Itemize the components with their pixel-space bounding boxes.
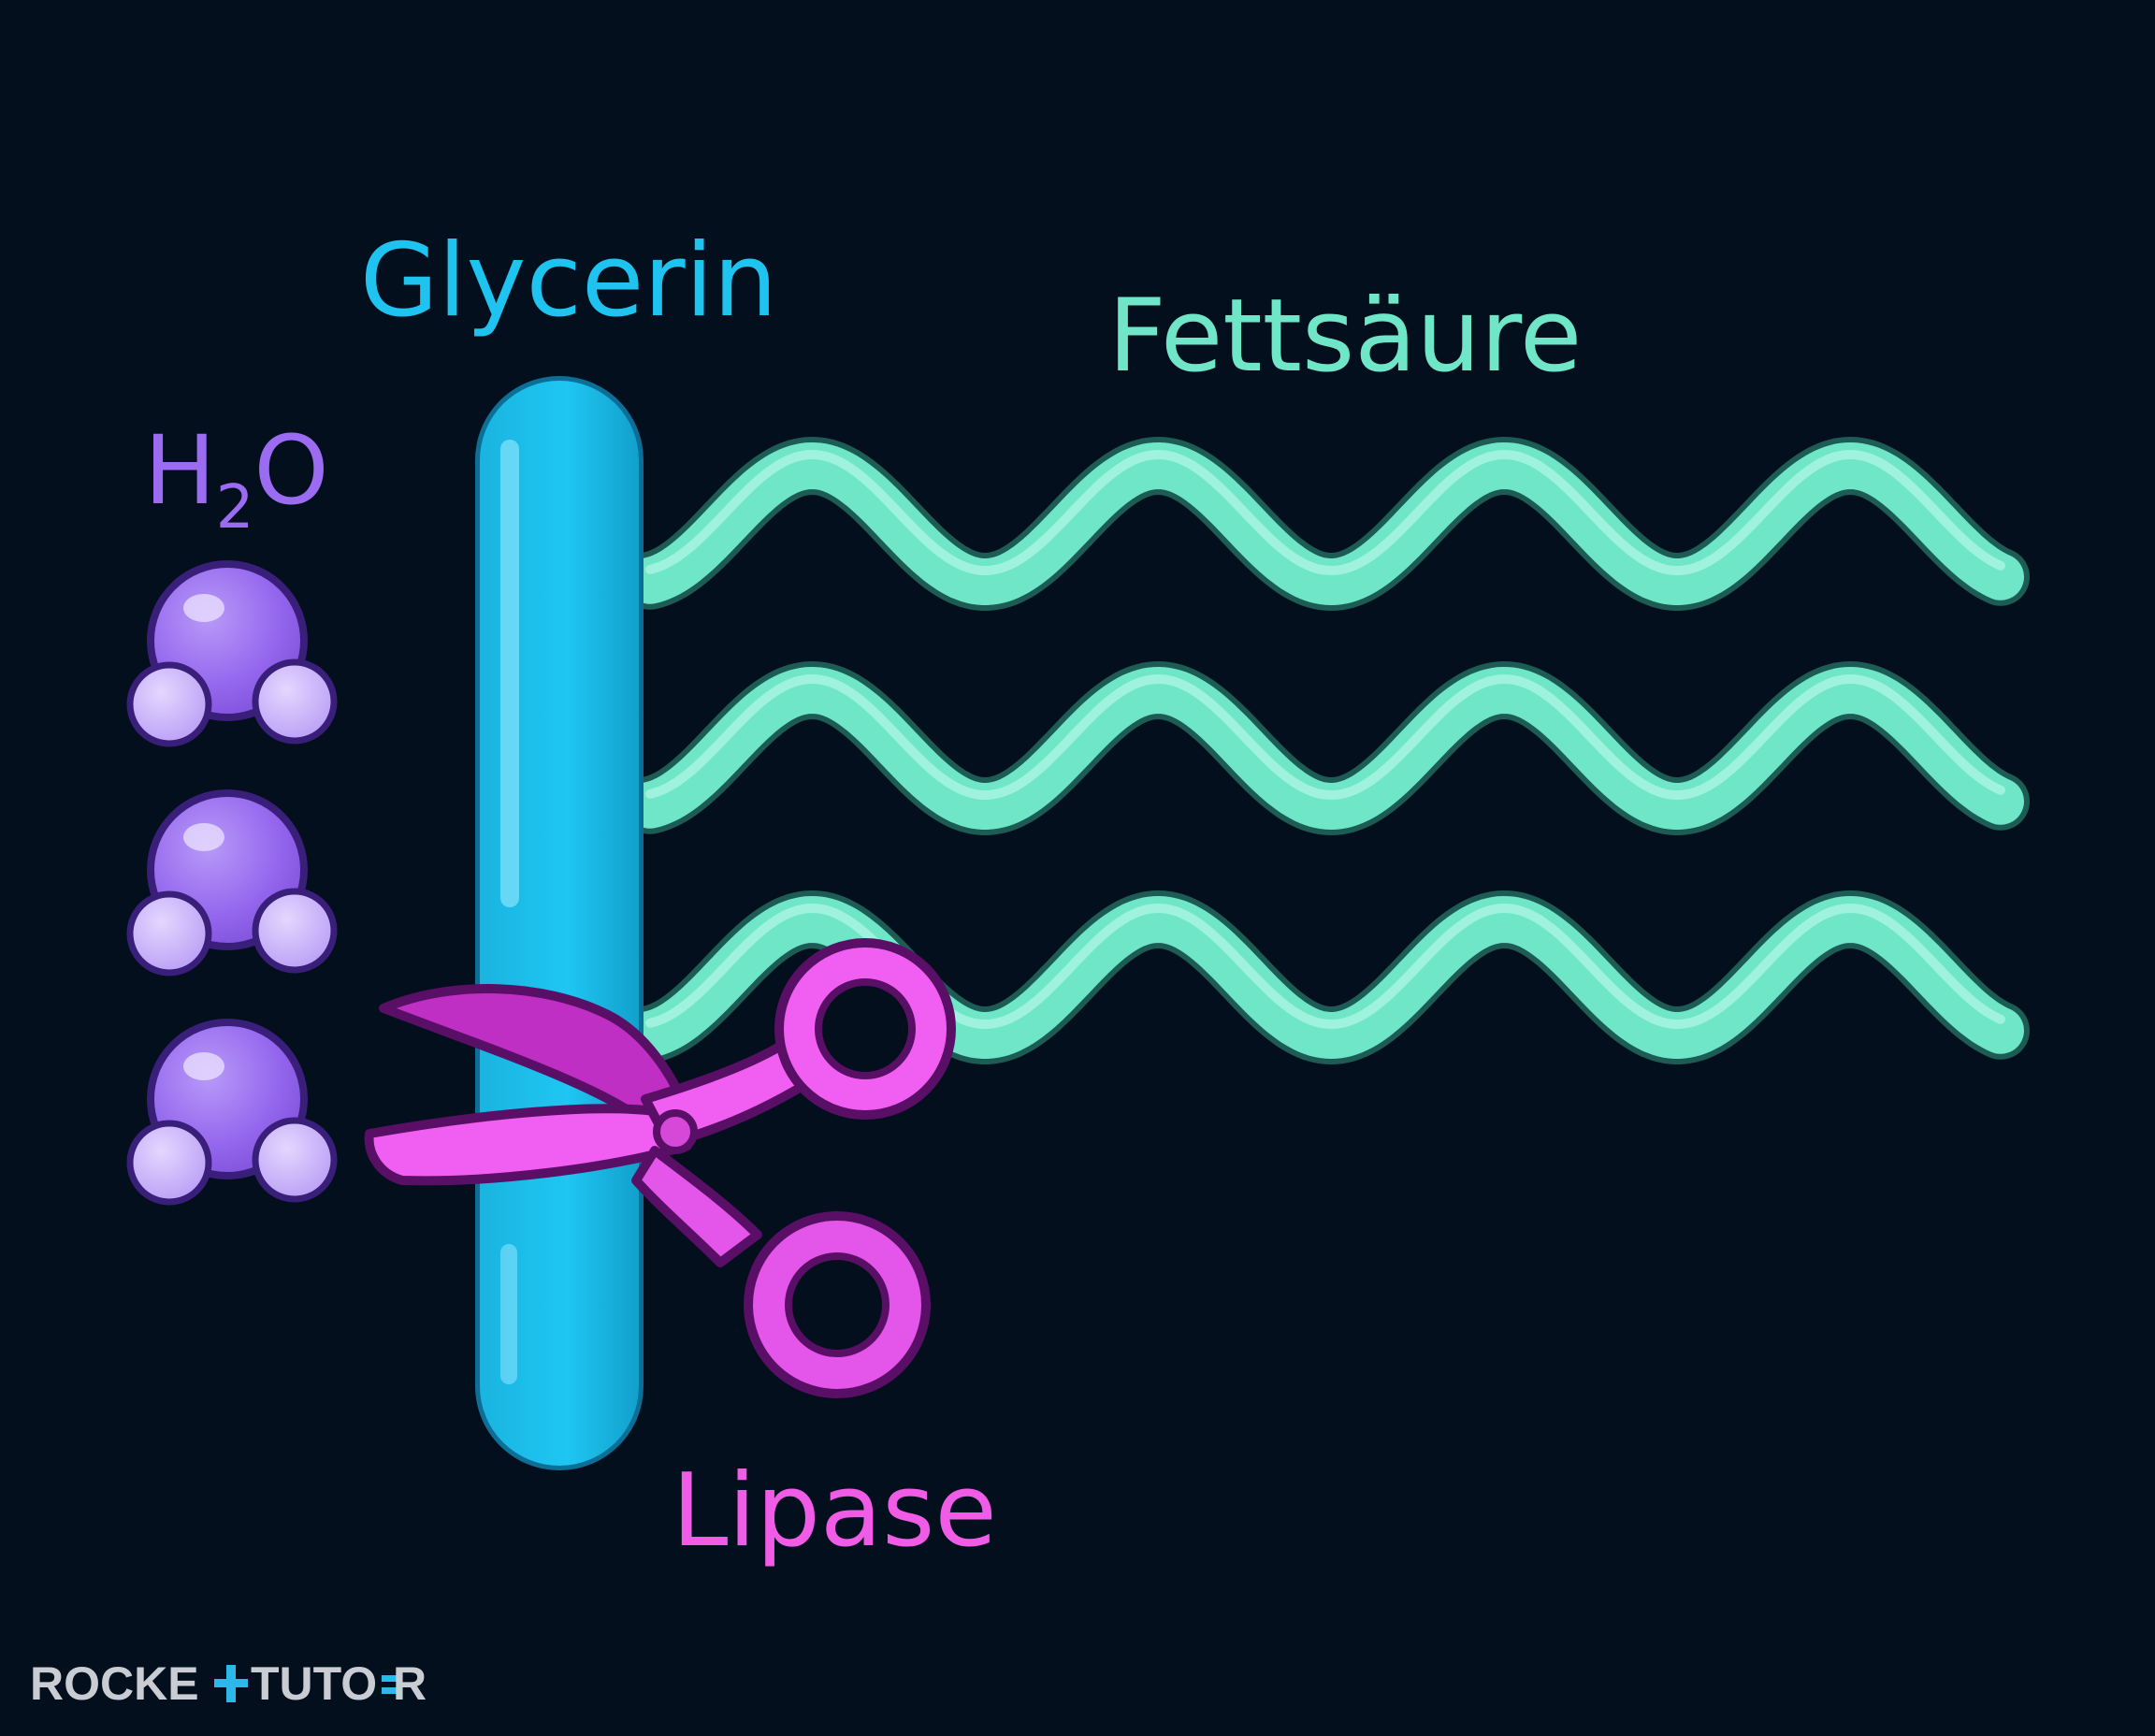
svg-text:TUTO: TUTO bbox=[251, 1657, 377, 1710]
water-label-h: H bbox=[144, 415, 216, 527]
logo-text-part3: R bbox=[393, 1657, 427, 1710]
oxygen-highlight bbox=[183, 594, 224, 622]
water-label-o: O bbox=[253, 415, 328, 527]
fatty-acid-chain-body bbox=[627, 666, 2024, 831]
water-molecule-icon bbox=[126, 560, 338, 747]
water-label: H2O bbox=[144, 415, 329, 542]
water-molecule-icon bbox=[126, 789, 338, 976]
hydrogen-atom-right bbox=[252, 658, 338, 745]
fatty-acid-label: Fettsäure bbox=[1108, 278, 1583, 395]
water-molecule-icon bbox=[126, 1019, 338, 1206]
logo-equals-icon bbox=[382, 1675, 398, 1694]
logo-plus-icon bbox=[214, 1665, 248, 1702]
hydrogen-atom-right bbox=[252, 1117, 338, 1203]
fatty-acid-chain-highlight bbox=[645, 673, 2005, 801]
lipase-label: Lipase bbox=[672, 1453, 997, 1570]
fatty-acid-chain-highlight bbox=[645, 449, 2005, 576]
svg-text:R: R bbox=[393, 1657, 427, 1710]
fatty-acid-chain-icon bbox=[621, 436, 2030, 612]
hydrogen-atom-left bbox=[126, 890, 212, 976]
glycerin-label: Glycerin bbox=[360, 223, 777, 340]
water-label-subscript: 2 bbox=[216, 473, 254, 542]
oxygen-highlight bbox=[183, 823, 224, 851]
glycerin-backbone-icon bbox=[475, 376, 644, 1470]
hydrogen-atom-right bbox=[252, 888, 338, 974]
hydrogen-atom-left bbox=[126, 1120, 212, 1206]
logo-text-part2: TUTO bbox=[251, 1657, 377, 1710]
logo-text-part1: ROCKE bbox=[30, 1657, 199, 1710]
water-molecules bbox=[126, 560, 338, 1206]
hydrogen-atom-left bbox=[126, 661, 212, 747]
fatty-acid-chain-icon bbox=[621, 660, 2030, 836]
fatty-acid-chain-body bbox=[627, 441, 2024, 606]
rockettutor-logo: ROCKE TUTO R bbox=[30, 1657, 427, 1710]
oxygen-highlight bbox=[183, 1052, 224, 1080]
svg-text:ROCKE: ROCKE bbox=[30, 1657, 199, 1710]
scissors-icon bbox=[364, 938, 956, 1398]
